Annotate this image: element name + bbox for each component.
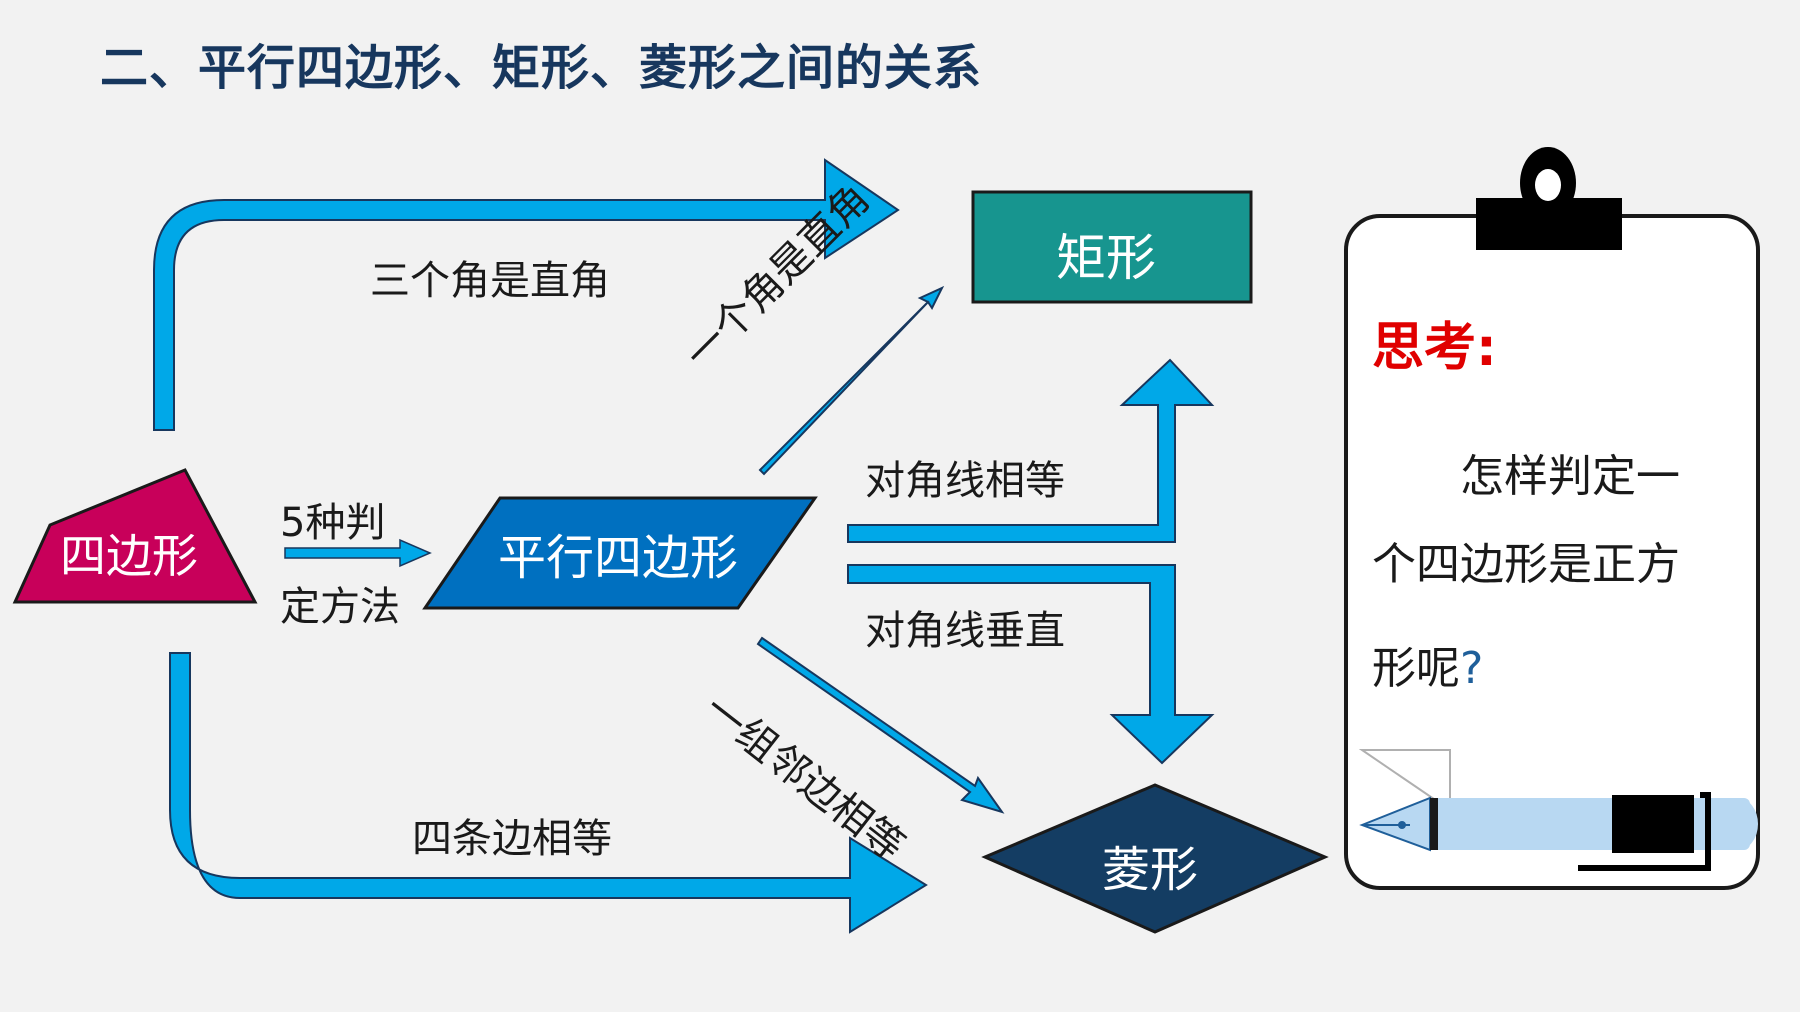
question-mark: ? bbox=[1460, 643, 1484, 694]
arrow-diagonals-perpendicular bbox=[847, 564, 1215, 765]
think-heading: 思考: bbox=[1372, 318, 1497, 378]
node-parallelogram-shape bbox=[422, 496, 818, 610]
arrow-diagonals-equal bbox=[847, 358, 1215, 543]
page-title: 二、平行四边形、矩形、菱形之间的关系 bbox=[100, 40, 983, 96]
arrow-quad-to-parallelogram bbox=[284, 538, 432, 568]
node-rectangle-shape bbox=[971, 190, 1253, 304]
label-five-methods-line2: 定方法 bbox=[280, 584, 400, 630]
fountain-pen-icon bbox=[1358, 749, 1758, 871]
clipboard-icon bbox=[1344, 147, 1760, 890]
think-question-line3: 形呢? bbox=[1372, 632, 1483, 696]
node-quadrilateral-shape bbox=[12, 468, 258, 604]
label-diagonals-equal: 对角线相等 bbox=[865, 458, 1065, 504]
think-question-line3-text: 形呢 bbox=[1372, 643, 1460, 694]
label-five-methods-line1: 5种判 bbox=[280, 500, 386, 546]
think-question-line2: 个四边形是正方 bbox=[1372, 539, 1680, 590]
arrow-quad-to-rhombus bbox=[169, 652, 928, 934]
label-three-right-angles: 三个角是直角 bbox=[370, 258, 610, 304]
label-four-sides-equal: 四条边相等 bbox=[412, 816, 612, 862]
node-quadrilateral-label: 四边形 bbox=[60, 529, 198, 583]
node-rhombus-label: 菱形 bbox=[1102, 842, 1199, 898]
node-rectangle-label: 矩形 bbox=[1056, 229, 1156, 287]
arrow-para-to-rhombus-sides bbox=[756, 636, 1005, 814]
arrow-quad-to-rect bbox=[153, 158, 900, 431]
node-rhombus-shape bbox=[981, 783, 1329, 934]
label-diagonals-perpendicular: 对角线垂直 bbox=[865, 608, 1065, 654]
node-parallelogram-label: 平行四边形 bbox=[498, 530, 739, 586]
think-question-line1: 怎样判定一 bbox=[1460, 451, 1680, 502]
arrow-para-to-rect-angle bbox=[758, 285, 945, 476]
